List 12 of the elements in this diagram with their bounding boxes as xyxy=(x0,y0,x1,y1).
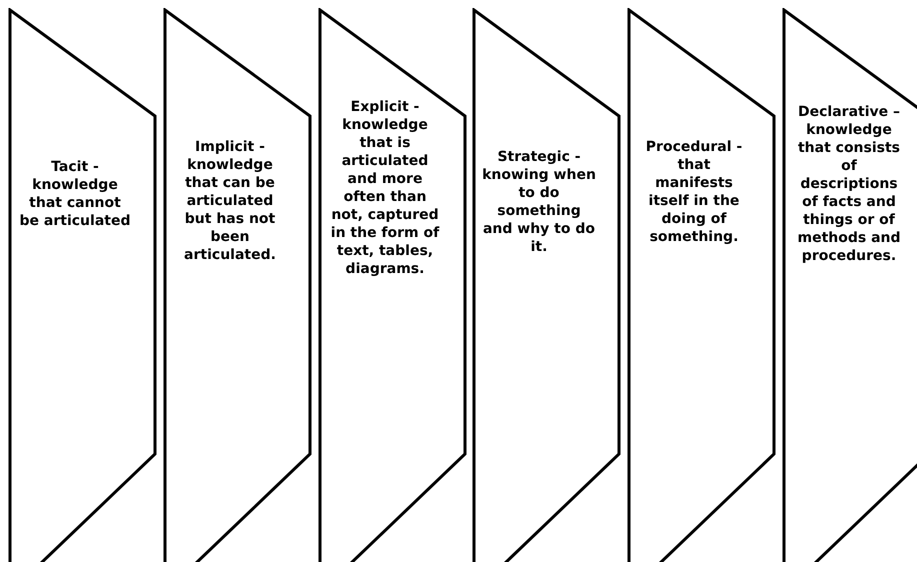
knowledge-type-text: Explicit - knowledge that is articulated and more often than not, captured in the form of text, tables, diagrams. xyxy=(330,98,440,278)
chevron-shape xyxy=(318,8,468,562)
chevron-shape xyxy=(627,8,777,562)
knowledge-type-text: Strategic - knowing when to do something and why to do it. xyxy=(482,148,596,256)
knowledge-type-text: Tacit - knowledge that cannot be articulated xyxy=(18,158,132,230)
chevron-shape xyxy=(472,8,622,562)
chevron-shape xyxy=(782,8,917,562)
knowledge-type-text: Implicit - knowledge that can be articulated but has not been articulated. xyxy=(183,138,277,264)
chevron-shape xyxy=(163,8,313,562)
knowledge-type-text: Procedural - that manifests itself in the doing of something. xyxy=(644,138,744,246)
knowledge-type-text: Declarative – knowledge that consists of descriptions of facts and things or of methods and procedures. xyxy=(796,103,902,265)
chevron-shape xyxy=(8,8,158,562)
